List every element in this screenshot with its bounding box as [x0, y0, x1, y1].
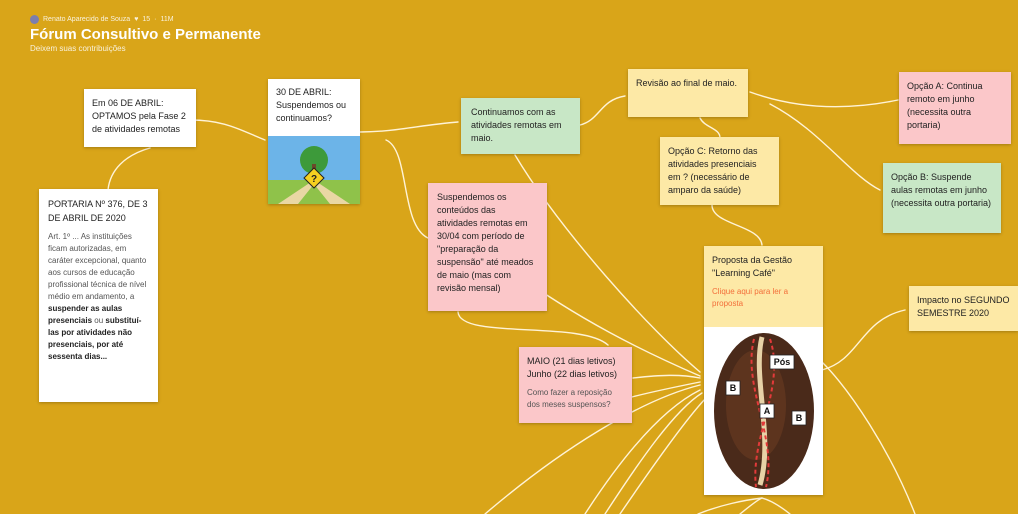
crossroads-image: ?: [268, 136, 360, 204]
board-header: Renato Aparecido de Souza ♥ 15 · 11M Fór…: [30, 15, 261, 53]
heart-icon[interactable]: ♥: [134, 16, 139, 23]
connector-continuamos-revisao: [579, 95, 626, 126]
card-maio[interactable]: MAIO (21 dias letivos) Junho (22 dias le…: [519, 347, 632, 423]
card-optamos[interactable]: Em 06 DE ABRIL: OPTAMOS pela Fase 2 de a…: [84, 89, 196, 147]
card-title: Opção C: Retorno das atividades presenci…: [668, 146, 758, 195]
card-opcao-a[interactable]: Opção A: Continua remoto em junho (neces…: [899, 72, 1011, 144]
card-proposta[interactable]: Proposta da Gestão "Learning Café" Cliqu…: [704, 246, 823, 495]
board-subtitle: Deixem suas contribuições: [30, 44, 126, 53]
page-scrollbar[interactable]: [1018, 0, 1026, 514]
bean-label-a: A: [759, 403, 775, 419]
connector-revisao-opcaoB: [769, 103, 881, 191]
bean-label-b2: B: [791, 410, 807, 426]
card-title: Impacto no SEGUNDO SEMESTRE 2020: [917, 295, 1010, 318]
card-title: Opção A: Continua remoto em junho (neces…: [907, 81, 983, 130]
card-title: PORTARIA Nº 376, DE 3 DE ABRIL DE 2020: [48, 199, 148, 223]
connector-abril30-suspendemos: [385, 139, 429, 239]
connector-revisao-opcaoC: [699, 117, 721, 139]
svg-text:Pós: Pós: [774, 357, 791, 367]
crossroads-illustration: ?: [268, 136, 360, 204]
bean-label-b1: B: [725, 380, 741, 396]
svg-text:B: B: [796, 413, 803, 423]
svg-text:A: A: [764, 406, 771, 416]
card-impacto[interactable]: Impacto no SEGUNDO SEMESTRE 2020: [909, 286, 1018, 331]
card-continuamos[interactable]: Continuamos com as atividades remotas em…: [461, 98, 580, 154]
coffee-bean-image: Pós B A B: [704, 327, 823, 495]
coffee-bean-illustration: Pós B A B: [714, 333, 814, 489]
card-title: Em 06 DE ABRIL: OPTAMOS pela Fase 2 de a…: [92, 98, 186, 134]
connector-opcaoC-proposta: [711, 204, 763, 246]
question-sign-icon: ?: [303, 167, 325, 189]
card-title: Suspendemos os conteúdos das atividades …: [437, 192, 534, 293]
separator-dot: ·: [154, 16, 157, 23]
board-meta: Renato Aparecido de Souza ♥ 15 · 11M: [30, 15, 261, 24]
post-age: 11M: [160, 16, 174, 23]
card-opcao-b[interactable]: Opção B: Suspende aulas remotas em junho…: [883, 163, 1001, 233]
connector-proposta-impacto: [821, 309, 906, 371]
connector-abril30-continuamos: [359, 121, 459, 133]
card-body: Art. 1º ... As instituições ficam autori…: [48, 232, 147, 361]
board-title: Fórum Consultivo e Permanente: [30, 26, 261, 43]
card-opcao-c[interactable]: Opção C: Retorno das atividades presenci…: [660, 137, 779, 205]
card-suspendemos[interactable]: Suspendemos os conteúdos das atividades …: [428, 183, 547, 311]
connector-optamos-abril30: [189, 119, 266, 141]
svg-text:?: ?: [311, 174, 317, 185]
card-title: Opção B: Suspende aulas remotas em junho…: [891, 172, 992, 208]
card-portaria[interactable]: PORTARIA Nº 376, DE 3 DE ABRIL DE 2020 A…: [39, 189, 158, 402]
card-title: 30 DE ABRIL: Suspendemos ou continuamos?: [276, 87, 347, 123]
proposta-link[interactable]: Clique aqui para ler a proposta: [712, 287, 789, 308]
card-abril30[interactable]: 30 DE ABRIL: Suspendemos ou continuamos?…: [268, 79, 360, 204]
card-body: Como fazer a reposição dos meses suspens…: [527, 388, 612, 409]
bean-label-pos: Pós: [769, 354, 795, 370]
connector-suspendemos-maio: [457, 311, 609, 346]
connector-maio-bean: [632, 374, 701, 379]
card-title: Proposta da Gestão "Learning Café": [712, 255, 793, 278]
card-revisao[interactable]: Revisão ao final de maio.: [628, 69, 748, 117]
like-count: 15: [142, 16, 151, 23]
author-avatar[interactable]: [30, 15, 39, 24]
card-title: MAIO (21 dias letivos) Junho (22 dias le…: [527, 356, 618, 379]
card-title: Revisão ao final de maio.: [636, 78, 738, 88]
connector-revisao-opcaoA: [749, 91, 899, 108]
author-name[interactable]: Renato Aparecido de Souza: [43, 16, 131, 23]
card-title: Continuamos com as atividades remotas em…: [471, 107, 562, 143]
connector-portaria-optamos: [107, 147, 151, 191]
svg-text:B: B: [730, 383, 737, 393]
